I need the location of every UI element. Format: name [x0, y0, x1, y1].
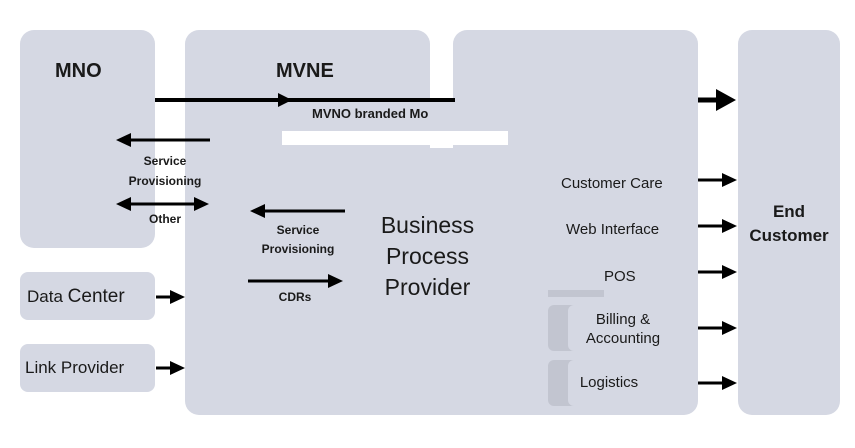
mno-other-label: Other — [148, 212, 181, 226]
end-customer-label: End Customer — [749, 202, 829, 245]
logistics-box — [568, 360, 678, 406]
mno-service-provisioning-label: Service Provisioning — [128, 154, 202, 188]
end-customer-block — [738, 30, 840, 415]
pos-label: POS — [604, 268, 636, 285]
data-center-block — [20, 272, 155, 320]
mno-title: MNO — [55, 60, 102, 82]
mvne-title: MVNE — [276, 60, 334, 82]
logistics-label: Logistics — [579, 374, 639, 391]
link-provider-block — [20, 344, 155, 392]
link-provider-label: Link Provider — [25, 358, 125, 377]
data-center-label: Data Center — [27, 286, 125, 307]
customer-care-label: Customer Care — [561, 175, 663, 192]
white-gap — [282, 131, 508, 145]
billing-box — [568, 305, 678, 351]
web-interface-label: Web Interface — [566, 221, 660, 238]
mvne-service-provisioning-label: Service Provisioning — [261, 223, 335, 256]
cdrs-label: CDRs — [278, 290, 312, 304]
billing-separator-bar — [548, 290, 604, 297]
billing-label: Billing & Accounting — [585, 311, 661, 347]
bpp-title: Business Process Provider — [380, 212, 475, 300]
mvno-flow-label: MVNO branded Mo — [312, 106, 429, 121]
